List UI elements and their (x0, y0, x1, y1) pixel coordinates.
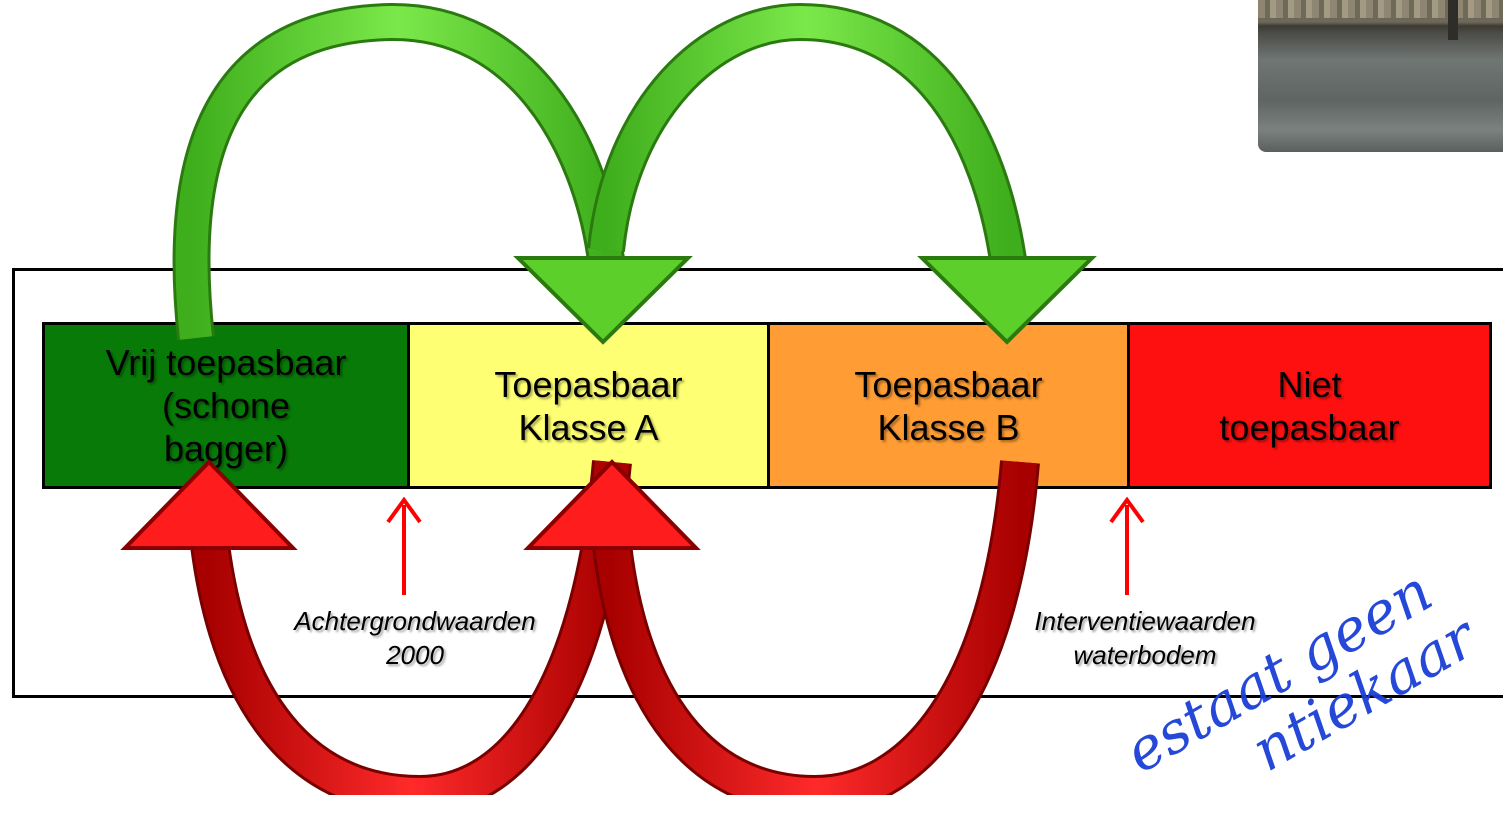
photo-stones (1258, 0, 1503, 18)
threshold-label-achtergrondwaarden: Achtergrondwaarden 2000 (294, 606, 536, 670)
red-arrow-klasse-a-to-vrij (120, 459, 632, 795)
classification-band: Vrij toepasbaar (schone bagger) Toepasba… (42, 322, 1492, 489)
diagram-frame (12, 268, 1503, 698)
category-klasse-b: Toepasbaar Klasse B (767, 325, 1127, 486)
category-niet-toepasbaar: Niet toepasbaar (1127, 325, 1489, 486)
category-vrij-toepasbaar: Vrij toepasbaar (schone bagger) (45, 325, 407, 486)
green-arrow-klasse-a-to-klasse-b (587, 2, 1097, 345)
category-klasse-a: Toepasbaar Klasse A (407, 325, 767, 486)
threshold-marker-interventie (1109, 496, 1145, 595)
photo-post (1448, 0, 1458, 40)
threshold-label-interventiewaarden: Interventiewaarden waterbodem (1034, 606, 1256, 670)
threshold-marker-achtergrond (386, 496, 422, 595)
green-arrow-vrij-to-klasse-a (172, 2, 693, 345)
waterway-photo (1258, 0, 1503, 152)
